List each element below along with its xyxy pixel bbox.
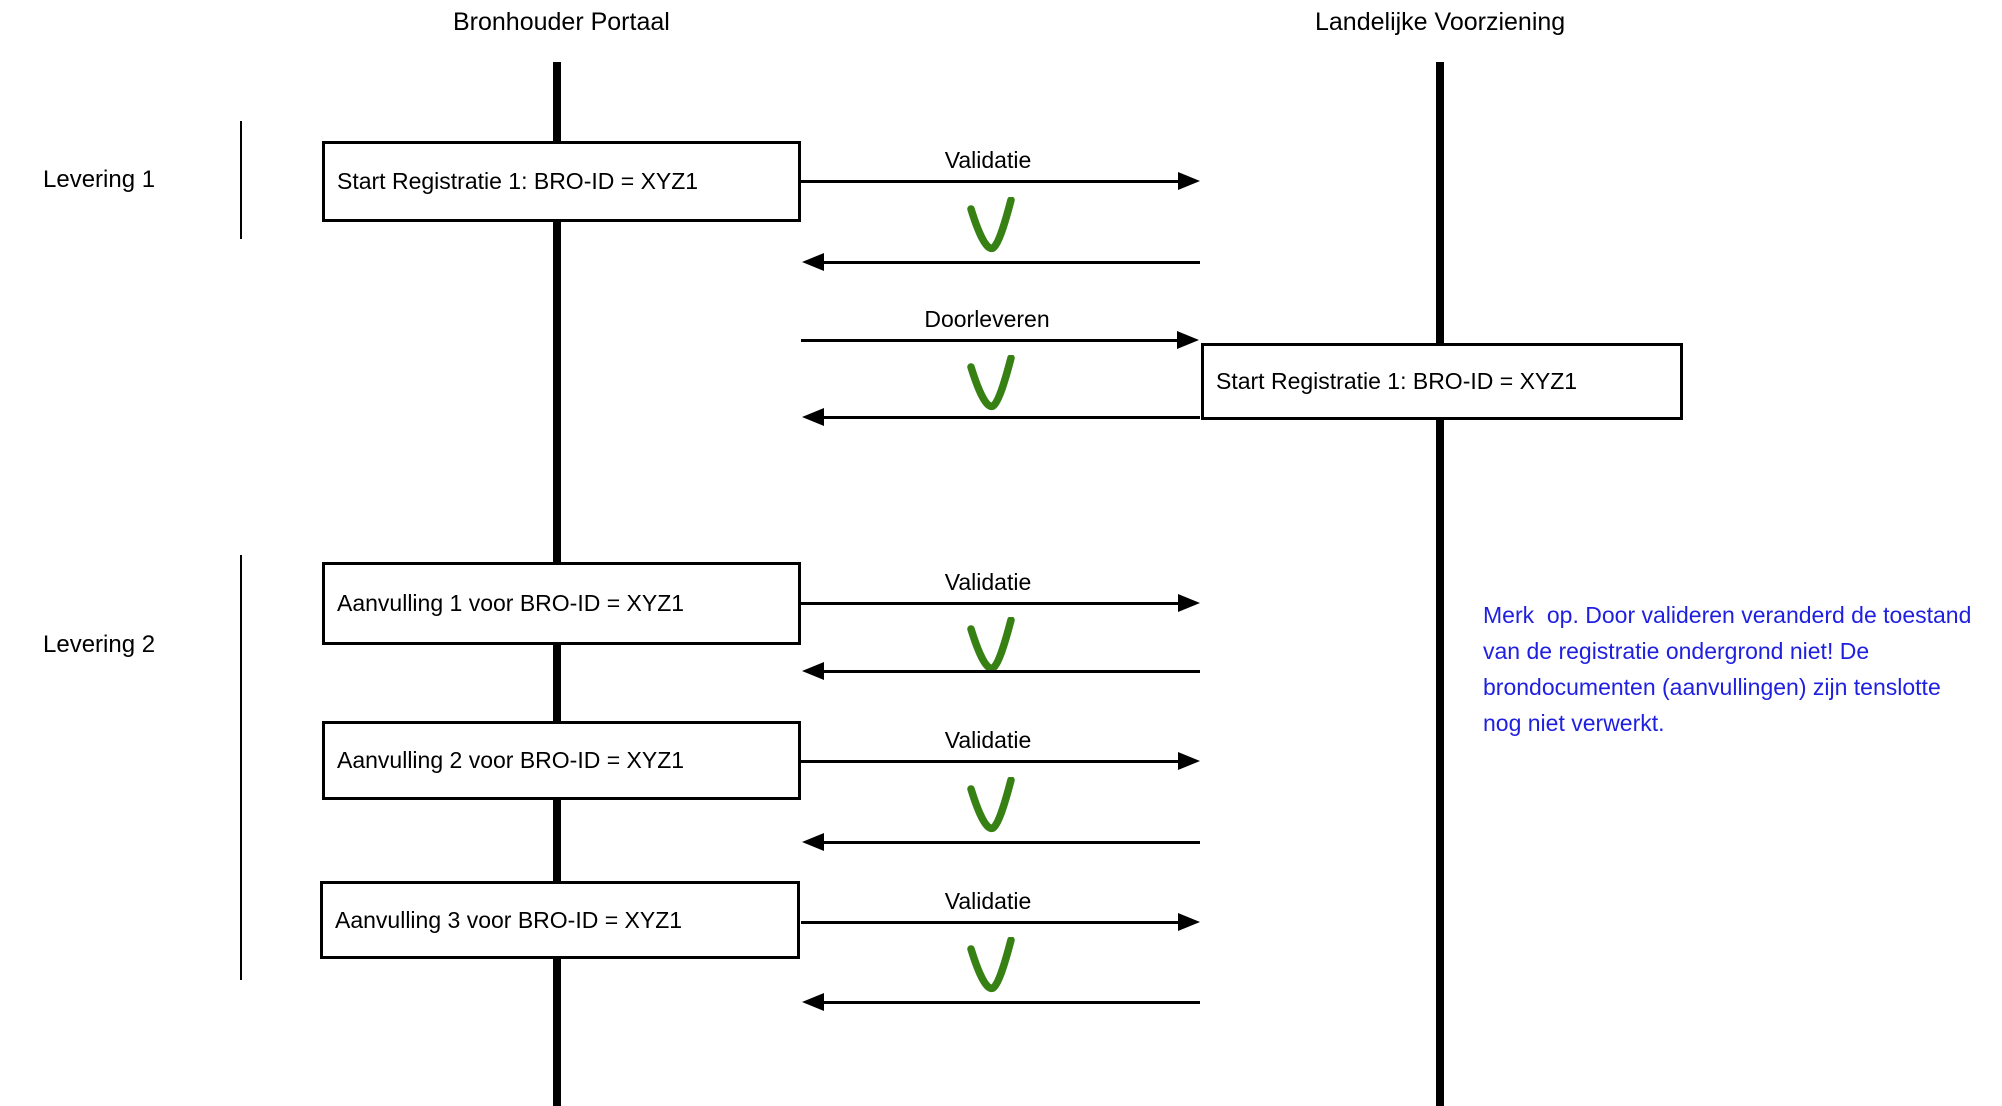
arrowhead-left-icon — [802, 662, 824, 680]
arrow-validatie-2-return-line — [824, 670, 1200, 673]
arrowhead-left-icon — [802, 253, 824, 271]
box-start-registratie-landelijke: Start Registratie 1: BRO-ID = XYZ1 — [1201, 343, 1683, 420]
message-label-validatie-1: Validatie — [944, 147, 1032, 173]
arrow-validatie-4-return-line — [824, 1001, 1200, 1004]
group-bracket-levering-1 — [240, 121, 242, 239]
arrowhead-right-icon — [1178, 913, 1200, 931]
box-aanvulling-2: Aanvulling 2 voor BRO-ID = XYZ1 — [322, 721, 801, 800]
arrowhead-right-icon — [1178, 172, 1200, 190]
validation-check-icon — [967, 617, 1015, 672]
lifeline-landelijke-voorziening — [1436, 62, 1444, 1106]
actor-title-landelijke-voorziening: Landelijke Voorziening — [1315, 8, 1566, 36]
box-aanvulling-1: Aanvulling 1 voor BRO-ID = XYZ1 — [322, 562, 801, 645]
group-label-levering-2: Levering 2 — [43, 631, 156, 658]
group-bracket-levering-2 — [240, 555, 242, 980]
box-label: Start Registratie 1: BRO-ID = XYZ1 — [337, 168, 699, 194]
message-label-validatie-2: Validatie — [944, 569, 1032, 595]
box-label: Aanvulling 1 voor BRO-ID = XYZ1 — [337, 590, 685, 616]
message-label-doorleveren: Doorleveren — [924, 306, 1050, 332]
arrow-validatie-3-return-line — [824, 841, 1200, 844]
box-start-registratie-portaal: Start Registratie 1: BRO-ID = XYZ1 — [322, 141, 801, 222]
arrowhead-left-icon — [802, 408, 824, 426]
actor-title-bronhouder-portaal: Bronhouder Portaal — [453, 8, 670, 36]
validation-check-icon — [967, 197, 1015, 252]
box-label: Aanvulling 2 voor BRO-ID = XYZ1 — [337, 747, 685, 773]
message-label-validatie-4: Validatie — [944, 888, 1032, 914]
arrowhead-right-icon — [1177, 331, 1199, 349]
arrow-doorleveren-return-line — [824, 416, 1200, 419]
message-label-validatie-3: Validatie — [944, 727, 1032, 753]
group-label-levering-1: Levering 1 — [43, 166, 156, 193]
arrow-doorleveren-line — [801, 339, 1178, 342]
validation-check-icon — [967, 777, 1015, 832]
arrow-validatie-2-line — [801, 602, 1179, 605]
arrow-validatie-4-line — [801, 921, 1179, 924]
box-label: Aanvulling 3 voor BRO-ID = XYZ1 — [335, 906, 683, 933]
arrow-validatie-3-line — [801, 760, 1179, 763]
arrowhead-left-icon — [802, 833, 824, 851]
arrow-validatie-1-line — [801, 180, 1179, 183]
note-validation-remark: Merk op. Door valideren veranderd de toe… — [1483, 602, 1972, 736]
box-aanvulling-3: Aanvulling 3 voor BRO-ID = XYZ1 — [320, 881, 800, 959]
arrowhead-left-icon — [802, 993, 824, 1011]
arrow-validatie-1-return-line — [824, 261, 1200, 264]
arrowhead-right-icon — [1178, 594, 1200, 612]
box-label: Start Registratie 1: BRO-ID = XYZ1 — [1216, 368, 1578, 394]
arrowhead-right-icon — [1178, 752, 1200, 770]
validation-check-icon — [967, 937, 1015, 992]
validation-check-icon — [967, 355, 1015, 410]
